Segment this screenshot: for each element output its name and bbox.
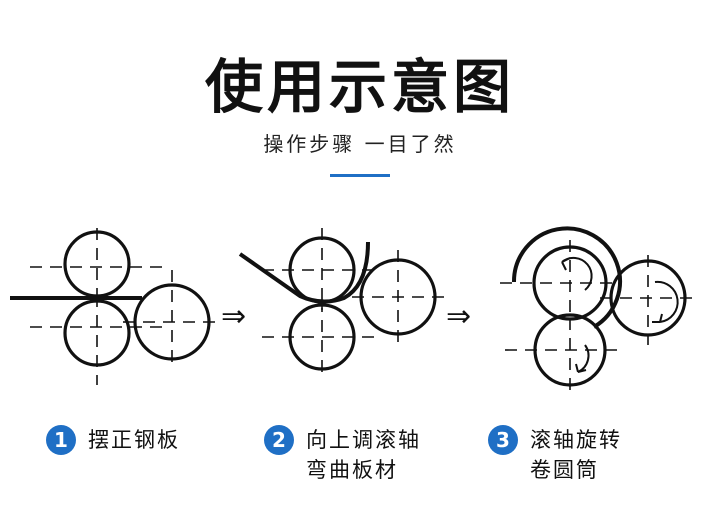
step3-side-roller	[609, 259, 687, 337]
step1-bottom-roller	[63, 299, 131, 367]
step1-centerlines	[30, 228, 218, 385]
step-1: 1 摆正钢板	[46, 425, 180, 455]
step-3: 3 滚轴旋转 卷圆筒	[488, 425, 622, 485]
step-label: 向上调滚轴	[306, 428, 421, 452]
step-label: 滚轴旋转	[530, 428, 622, 452]
step3-centerlines	[500, 240, 695, 392]
step2-bent-plate	[238, 241, 370, 304]
process-arrow-1: ⇒	[221, 299, 246, 334]
page-title: 使用示意图	[204, 53, 515, 121]
step-label-second-line: 弯曲板材	[306, 458, 398, 482]
page-subtitle: 操作步骤 一目了然	[263, 132, 457, 156]
step2-side-roller	[359, 258, 437, 336]
step2-bottom-roller	[288, 303, 356, 371]
step1-top-roller	[63, 230, 131, 298]
step-label-second-line: 卷圆筒	[530, 458, 599, 482]
accent-divider	[330, 174, 390, 177]
step1-side-roller	[133, 283, 211, 361]
step2-centerlines	[262, 228, 450, 380]
step-label: 摆正钢板	[88, 428, 180, 452]
step-number-badge: 1	[46, 425, 76, 455]
step3-rolled-cylinder	[511, 226, 622, 329]
step-number-badge: 2	[264, 425, 294, 455]
step-number-badge: 3	[488, 425, 518, 455]
step3-bottom-roller	[533, 313, 607, 387]
step3-top-roller	[532, 245, 608, 321]
step-2: 2 向上调滚轴 弯曲板材	[264, 425, 421, 485]
process-arrow-2: ⇒	[446, 299, 471, 334]
rotation-arrows	[561, 256, 679, 373]
